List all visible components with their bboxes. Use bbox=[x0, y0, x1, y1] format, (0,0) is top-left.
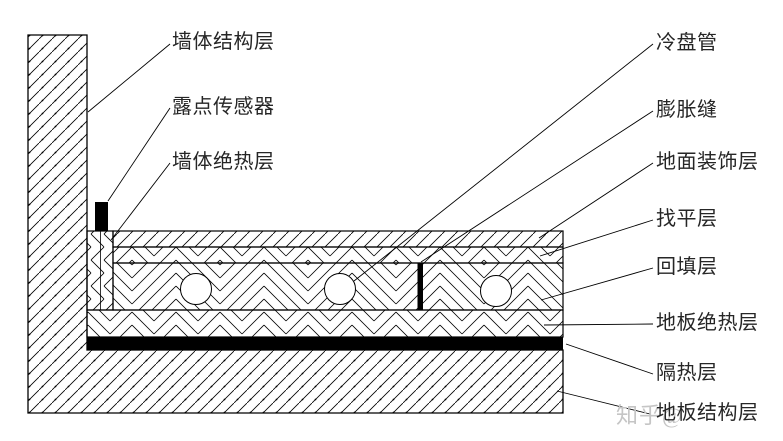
floor-insulation-layer-shape bbox=[86, 309, 564, 338]
cooling-pipe-2 bbox=[324, 273, 356, 305]
leveling-layer-shape bbox=[112, 246, 564, 264]
leader-dew-point-sensor bbox=[107, 107, 171, 202]
expansion-joint-shape bbox=[417, 263, 423, 310]
leader-lines bbox=[87, 43, 654, 415]
leader-cooling-pipe bbox=[353, 43, 654, 282]
label-wall-insulation-layer: 墙体绝热层 bbox=[172, 151, 275, 173]
label-floor-insulation-layer: 地板绝热层 bbox=[656, 312, 759, 334]
leader-leveling-layer bbox=[539, 219, 654, 257]
zhihu-watermark: 知乎@ bbox=[616, 403, 684, 428]
label-floor-structure-layer: 地板结构层 bbox=[656, 402, 759, 424]
thermal-barrier-layer-shape bbox=[87, 337, 563, 350]
leader-backfill-layer bbox=[540, 267, 654, 301]
leader-wall-structure bbox=[87, 43, 171, 113]
label-cooling-pipe: 冷盘管 bbox=[656, 32, 718, 54]
leader-decorative-layer bbox=[538, 162, 654, 239]
leader-thermal-barrier bbox=[565, 343, 654, 375]
label-dew-point-sensor: 露点传感器 bbox=[172, 96, 275, 118]
leader-floor-insulation bbox=[543, 323, 654, 326]
label-backfill-layer: 回填层 bbox=[656, 256, 718, 278]
label-leveling-layer: 找平层 bbox=[656, 208, 718, 230]
leader-wall-insulation bbox=[110, 162, 171, 241]
leader-floor-structure bbox=[556, 390, 651, 415]
label-wall-structure-layer: 墙体结构层 bbox=[172, 31, 275, 53]
label-thermal-barrier-layer: 隔热层 bbox=[656, 362, 718, 384]
cooling-pipe-1 bbox=[180, 273, 212, 305]
label-decorative-layer: 地面装饰层 bbox=[656, 151, 759, 173]
decorative-layer-shape bbox=[112, 230, 564, 248]
label-expansion-joint: 膨胀缝 bbox=[656, 99, 718, 121]
wall-insulation-strip-shape bbox=[86, 230, 114, 311]
dew-point-sensor-shape bbox=[95, 202, 108, 231]
wall-and-floor-structure-shape bbox=[27, 34, 564, 414]
leader-expansion-joint bbox=[420, 110, 654, 263]
cooling-pipe-3 bbox=[480, 275, 512, 307]
